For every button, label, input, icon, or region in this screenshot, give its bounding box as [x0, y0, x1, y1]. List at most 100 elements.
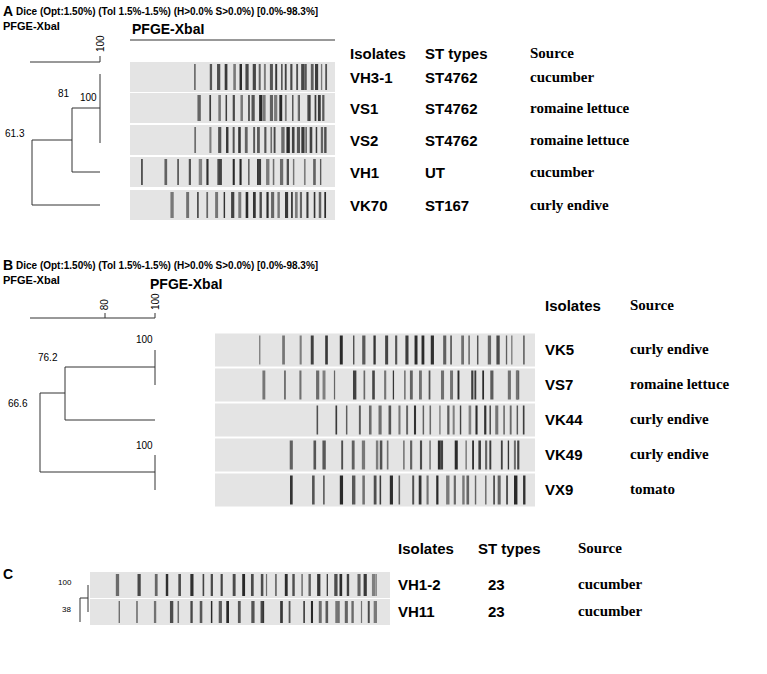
- gel-lane: [130, 190, 335, 220]
- gel-band: [166, 574, 168, 596]
- gel-band: [266, 574, 267, 596]
- gel-band: [301, 574, 302, 596]
- st-type: ST167: [425, 197, 469, 214]
- gel-band: [441, 371, 444, 400]
- gel-band: [203, 574, 205, 596]
- gel-band: [287, 159, 289, 185]
- scale-value: 80: [99, 299, 111, 310]
- gel-band: [419, 476, 422, 505]
- gel-band: [311, 336, 314, 365]
- gel-band: [455, 441, 458, 470]
- isolate-id: VK49: [545, 446, 583, 463]
- gel-band: [436, 476, 438, 505]
- gel-band: [514, 441, 516, 470]
- isolate-id: VS2: [350, 132, 378, 149]
- gel-band: [221, 574, 223, 596]
- node-similarity: 61.3: [5, 128, 24, 140]
- gel-band: [368, 601, 370, 623]
- gel-band: [285, 64, 287, 90]
- gel-band: [485, 476, 487, 505]
- gel-band: [209, 127, 211, 153]
- gel-band: [259, 95, 262, 121]
- isolate-id: VS7: [545, 376, 573, 393]
- gel-band: [285, 574, 288, 596]
- gel-band: [238, 127, 241, 153]
- gel-lane: [90, 572, 390, 598]
- gel-band: [211, 574, 213, 596]
- gel-band: [246, 192, 249, 218]
- gel-band: [300, 192, 302, 218]
- gel-band: [369, 406, 372, 435]
- gel-band: [290, 64, 292, 90]
- gel-band: [393, 371, 394, 400]
- gel-band: [233, 159, 235, 185]
- gel-band: [138, 574, 141, 596]
- gel-band: [334, 371, 335, 400]
- gel-band: [489, 441, 491, 470]
- gel-band: [264, 127, 266, 153]
- gel-band: [325, 64, 327, 90]
- gel-band: [170, 192, 173, 218]
- gel-band: [190, 574, 193, 596]
- gel-band: [379, 406, 382, 435]
- panel-letter: A: [3, 3, 13, 19]
- isolate-id: VX9: [545, 481, 573, 498]
- gel-band: [346, 406, 347, 435]
- gel-band: [517, 371, 520, 400]
- gel-band: [273, 159, 275, 185]
- gel-band: [357, 574, 360, 596]
- isolate-id: VK70: [350, 197, 388, 214]
- gel-band: [498, 476, 501, 505]
- gel-band: [298, 95, 300, 121]
- gel-band: [372, 574, 375, 596]
- column-header: Source: [578, 540, 622, 557]
- gel-band: [340, 476, 343, 505]
- source-label: cucumber: [530, 164, 594, 181]
- gel-band: [308, 95, 311, 121]
- gel-lane: [215, 439, 535, 472]
- gel-band: [485, 441, 487, 470]
- gel-band: [482, 371, 484, 400]
- gel-band: [312, 476, 315, 505]
- gel-band: [251, 574, 254, 596]
- gel-band: [206, 192, 208, 218]
- gel-band: [471, 371, 473, 400]
- gel-band: [274, 95, 277, 121]
- gel-band: [429, 371, 431, 400]
- gel-band: [231, 192, 234, 218]
- panel-letter: B: [3, 257, 13, 273]
- gel-band: [324, 127, 326, 153]
- gel-band: [321, 127, 323, 153]
- gel-band: [461, 336, 464, 365]
- gel-band: [317, 406, 319, 435]
- gel-band: [443, 336, 446, 365]
- gel-band: [194, 127, 196, 153]
- gel-band: [319, 601, 322, 623]
- gel-band: [296, 64, 298, 90]
- gel-lane: [130, 93, 335, 123]
- isolate-id: VH1-2: [398, 576, 441, 593]
- gel-band: [238, 601, 241, 623]
- gel-band: [299, 95, 300, 121]
- scale-value: 100: [94, 36, 106, 53]
- node-similarity: 76.2: [38, 352, 57, 364]
- gel-band: [376, 441, 378, 470]
- gel-band: [320, 159, 321, 185]
- gel-band: [219, 601, 222, 623]
- gel-band: [262, 371, 265, 400]
- gel-band: [240, 64, 242, 90]
- gel-band: [410, 441, 412, 470]
- gel-band: [136, 601, 138, 623]
- gel-band: [245, 64, 248, 90]
- gel-band: [385, 336, 388, 365]
- gel-band: [453, 406, 455, 435]
- node-similarity: 66.6: [8, 398, 27, 410]
- gel-band: [362, 476, 365, 505]
- gel-band: [352, 476, 355, 505]
- gel-band: [301, 127, 304, 153]
- gel-band: [304, 64, 306, 90]
- gel-band: [351, 601, 353, 623]
- gel-band: [318, 95, 321, 121]
- gel-band: [477, 336, 478, 365]
- gel-band: [292, 95, 293, 121]
